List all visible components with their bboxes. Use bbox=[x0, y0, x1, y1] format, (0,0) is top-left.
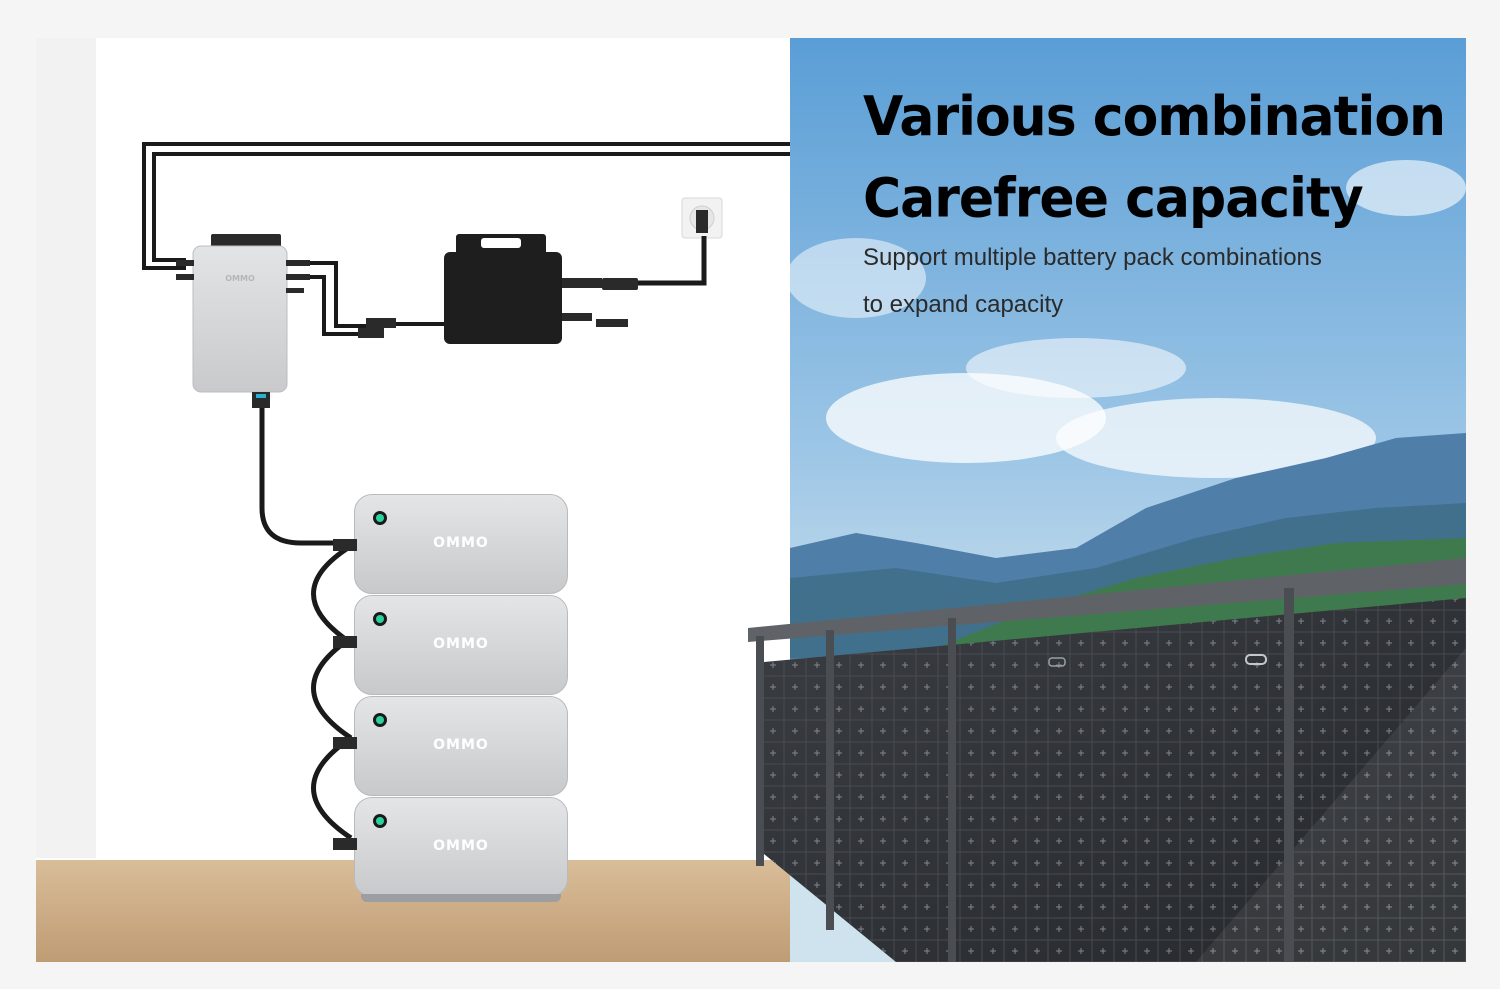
balcony-solar-panels bbox=[748, 558, 1466, 962]
subheading: Support multiple battery pack combinatio… bbox=[863, 234, 1322, 328]
battery-link-cables bbox=[311, 543, 353, 841]
wall-socket bbox=[681, 197, 723, 239]
product-banner: OMMO OMMO bbox=[36, 38, 1466, 962]
headline-line-1: Various combination bbox=[863, 85, 1446, 149]
headline: Various combination Carefree capacity bbox=[863, 76, 1446, 240]
product-scene: OMMO bbox=[36, 38, 1466, 962]
subheading-line-1: Support multiple battery pack combinatio… bbox=[863, 244, 1322, 271]
headline-line-2: Carefree capacity bbox=[863, 167, 1364, 231]
micro-inverter bbox=[444, 234, 638, 344]
subheading-line-2: to expand capacity bbox=[863, 291, 1064, 318]
wall-shadow bbox=[36, 38, 96, 858]
pv-cable bbox=[142, 142, 790, 270]
hub-logo: OMMO bbox=[225, 274, 255, 283]
hub-controller bbox=[176, 234, 310, 408]
wall bbox=[36, 38, 796, 962]
